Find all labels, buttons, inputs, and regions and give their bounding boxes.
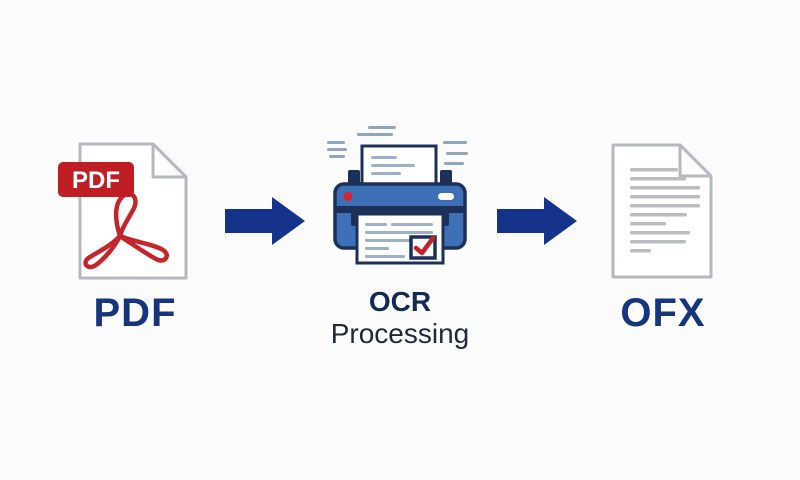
swirl-top-loop: [113, 191, 138, 239]
power-dot: [343, 192, 353, 201]
paper-feed-out: [355, 212, 445, 265]
status-pill: [438, 193, 454, 200]
flow-arrow-1: [225, 197, 305, 245]
ocr-label-title: OCR: [368, 286, 432, 317]
stage-label-pdf: PDF: [93, 291, 177, 335]
acrobat-swirl-icon: [83, 191, 169, 270]
stage-label-ocr: OCR Processing: [310, 286, 490, 351]
printer-ocr-icon: [327, 126, 468, 265]
swirl-right-loop: [117, 233, 169, 263]
pdf-file-icon: PDF: [58, 142, 188, 280]
printer-dark-band: [336, 206, 464, 213]
folded-corner: [678, 143, 713, 178]
flow-arrow-2: [497, 197, 577, 245]
swirl-left-loop: [83, 233, 123, 270]
right-arrow-icon: [497, 197, 577, 245]
check-icon: [413, 235, 436, 256]
folded-corner: [151, 142, 188, 179]
ocr-label-subtitle: Processing: [330, 318, 470, 350]
pdf-badge: [58, 162, 134, 197]
paper-out-text-lines: [365, 223, 433, 258]
document-text-lines: [630, 168, 700, 253]
right-arrow-icon: [225, 197, 305, 245]
ofx-document-icon: [611, 143, 713, 279]
stage-label-ofx: OFX: [620, 291, 706, 335]
pdf-badge-label: PDF: [72, 167, 120, 194]
paper-in-text-lines: [371, 156, 415, 175]
scan-dashes: [327, 126, 468, 165]
